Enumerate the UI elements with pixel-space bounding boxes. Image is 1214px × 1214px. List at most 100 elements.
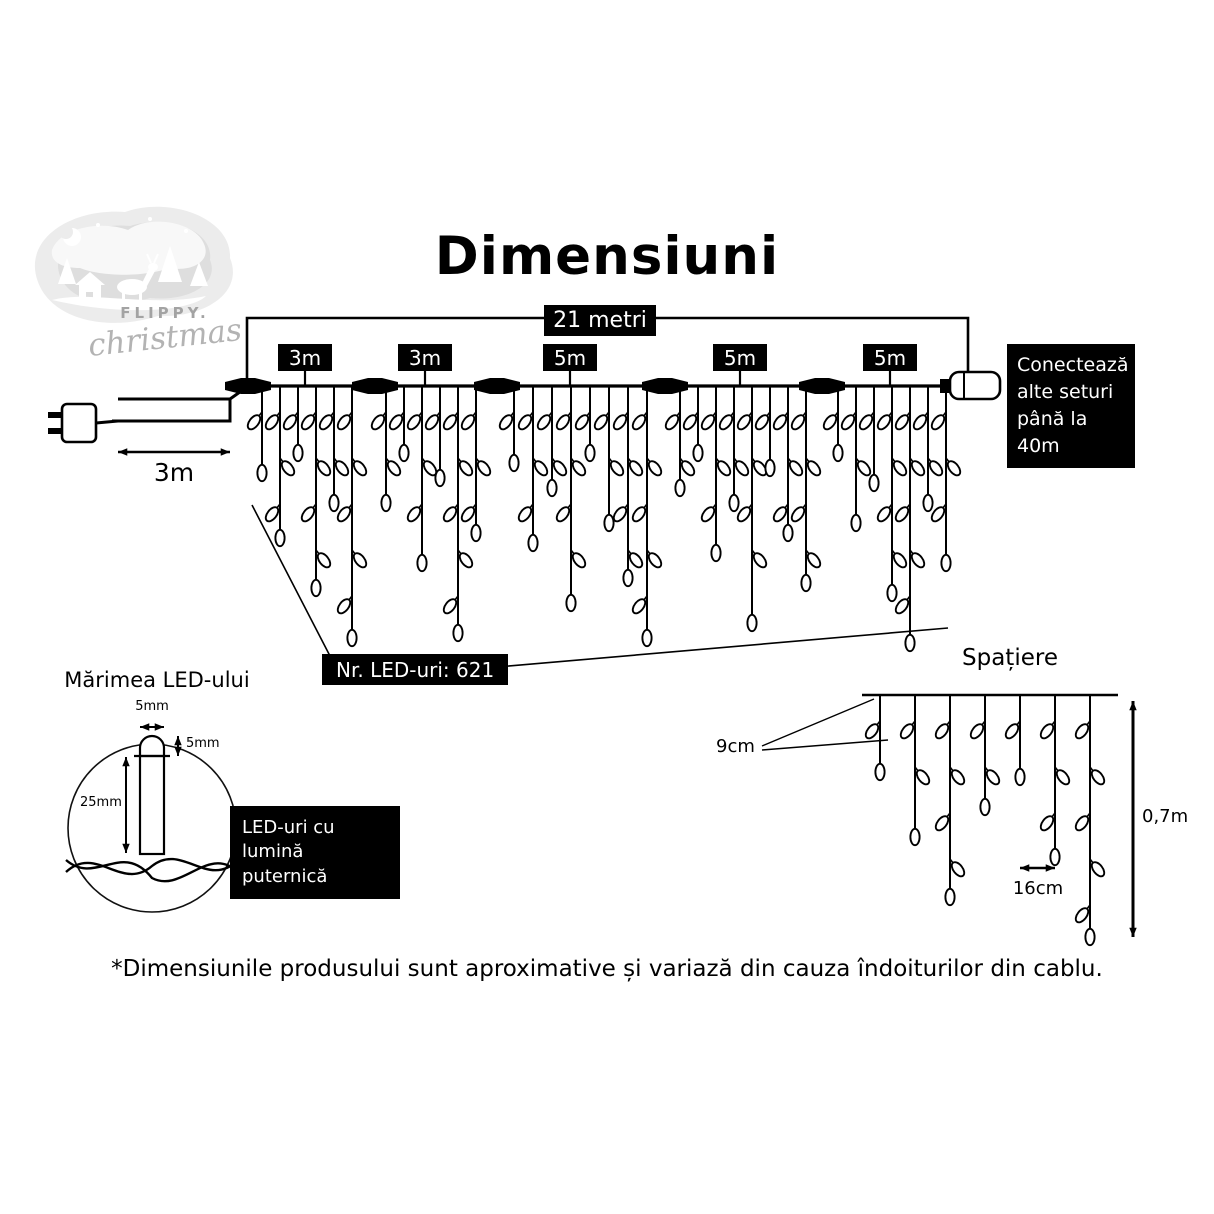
led-bulb-icon xyxy=(452,620,464,643)
led-bulb-icon xyxy=(310,575,322,598)
led-bulb-icon xyxy=(532,457,549,477)
led-bulb-icon xyxy=(979,794,991,817)
led-bulb-icon xyxy=(934,812,951,832)
led-bulb-icon xyxy=(627,549,644,569)
led-bulb-icon xyxy=(546,475,558,498)
led-bulb-icon xyxy=(646,549,663,569)
led-bulb-icon xyxy=(733,457,750,477)
led-bulb-icon xyxy=(442,595,459,615)
led-bulb-icon xyxy=(876,411,893,431)
led-bulb-icon xyxy=(909,549,926,569)
led-bulb-icon xyxy=(700,503,717,523)
arrow-head-icon xyxy=(1129,927,1137,937)
power-plug-icon xyxy=(60,402,98,444)
led-bulb-icon xyxy=(664,411,681,431)
led-bulb-icon xyxy=(264,411,281,431)
led-bulb-icon xyxy=(1074,904,1091,924)
led-bulb-icon xyxy=(517,503,534,523)
led-bulb-icon xyxy=(498,411,515,431)
led-bulb-icon xyxy=(922,490,934,513)
led-bulb-icon xyxy=(772,503,789,523)
led-bulb-icon xyxy=(555,503,572,523)
led-bulb-icon xyxy=(805,457,822,477)
led-bulb-icon xyxy=(1014,764,1026,787)
led-bulb-icon xyxy=(912,411,929,431)
led-bulb-icon xyxy=(674,475,686,498)
led-bulb-icon xyxy=(1004,720,1021,740)
led-size-section-title: Mărimea LED-ului xyxy=(64,668,250,692)
led-bulb-icon xyxy=(346,625,358,648)
led-bulb-icon xyxy=(886,580,898,603)
led-bulb-icon xyxy=(631,503,648,523)
led-bulb-icon xyxy=(282,411,299,431)
brand-name: FLIPPY. xyxy=(120,304,210,322)
led-bulb-icon xyxy=(631,411,648,431)
led-bulb-icon xyxy=(736,411,753,431)
wire-connector xyxy=(799,378,845,394)
led-bulb-icon xyxy=(470,520,482,543)
led-bulb-icon xyxy=(328,490,340,513)
led-bulb-icon xyxy=(934,720,951,740)
led-bulb-icon xyxy=(434,465,446,488)
led-bulb-icon xyxy=(772,411,789,431)
led-bulb-icon xyxy=(517,411,534,431)
dome-height-label: 5mm xyxy=(186,736,220,751)
led-bulb-icon xyxy=(736,503,753,523)
pointer-line xyxy=(251,504,331,657)
led-bulb-icon xyxy=(909,457,926,477)
led-bulb-icon xyxy=(333,457,350,477)
twisted-wire xyxy=(65,857,239,876)
led-body xyxy=(138,754,166,856)
led-bulb-icon xyxy=(899,720,916,740)
connect-note-box: Conectează alte seturi până la 40m xyxy=(1007,344,1135,468)
led-bulb-icon xyxy=(930,411,947,431)
led-bulb-icon xyxy=(728,490,740,513)
led-bulb-icon xyxy=(904,630,916,653)
led-bulb-icon xyxy=(700,411,717,431)
dome-width-label: 5mm xyxy=(135,699,169,714)
led-count-box: Nr. LED-uri: 621 xyxy=(322,654,509,685)
arrow-head-icon xyxy=(122,757,130,767)
arrow-head-icon xyxy=(140,723,150,731)
led-bulb-icon xyxy=(805,549,822,569)
arrow-head-icon xyxy=(154,723,164,731)
led-bulb-icon xyxy=(442,411,459,431)
led-bulb-icon xyxy=(406,411,423,431)
led-bulb-icon xyxy=(570,457,587,477)
led-bulb-icon xyxy=(746,610,758,633)
led-bulb-icon xyxy=(336,595,353,615)
wire-connector xyxy=(225,378,271,394)
led-bulb-icon xyxy=(608,457,625,477)
led-bulb-icon xyxy=(790,503,807,523)
led-bulb-icon xyxy=(864,720,881,740)
led-bulb-icon xyxy=(246,411,263,431)
led-bulb-icon xyxy=(822,411,839,431)
plug-prong xyxy=(48,428,62,434)
led-bulb-icon xyxy=(318,411,335,431)
led-bulb-icon xyxy=(631,595,648,615)
arrow-head-icon xyxy=(1020,864,1030,872)
led-bulb-icon xyxy=(292,440,304,463)
led-bulb-icon xyxy=(876,503,893,523)
drop-gap-label: 16cm xyxy=(1012,878,1064,899)
led-bulb-icon xyxy=(682,411,699,431)
lead-length-label: 3m xyxy=(153,458,195,487)
led-bulb-icon xyxy=(603,510,615,533)
led-bulb-icon xyxy=(874,759,886,782)
led-bulb-icon xyxy=(457,549,474,569)
spacing-section-title: Spațiere xyxy=(962,645,1058,671)
led-bulb-icon xyxy=(940,550,952,573)
arrow-head-icon xyxy=(118,448,128,456)
led-bulb-icon xyxy=(1074,812,1091,832)
led-bulb-icon xyxy=(646,457,663,477)
led-bulb-icon xyxy=(527,530,539,553)
wire-connector xyxy=(642,378,688,394)
led-bulb-icon xyxy=(274,525,286,548)
segment-label-2: 3m xyxy=(398,344,452,371)
led-bulb-icon xyxy=(264,503,281,523)
page-title: Dimensiuni xyxy=(434,226,780,287)
led-bulb-icon xyxy=(1074,720,1091,740)
led-bulb-icon xyxy=(1039,812,1056,832)
